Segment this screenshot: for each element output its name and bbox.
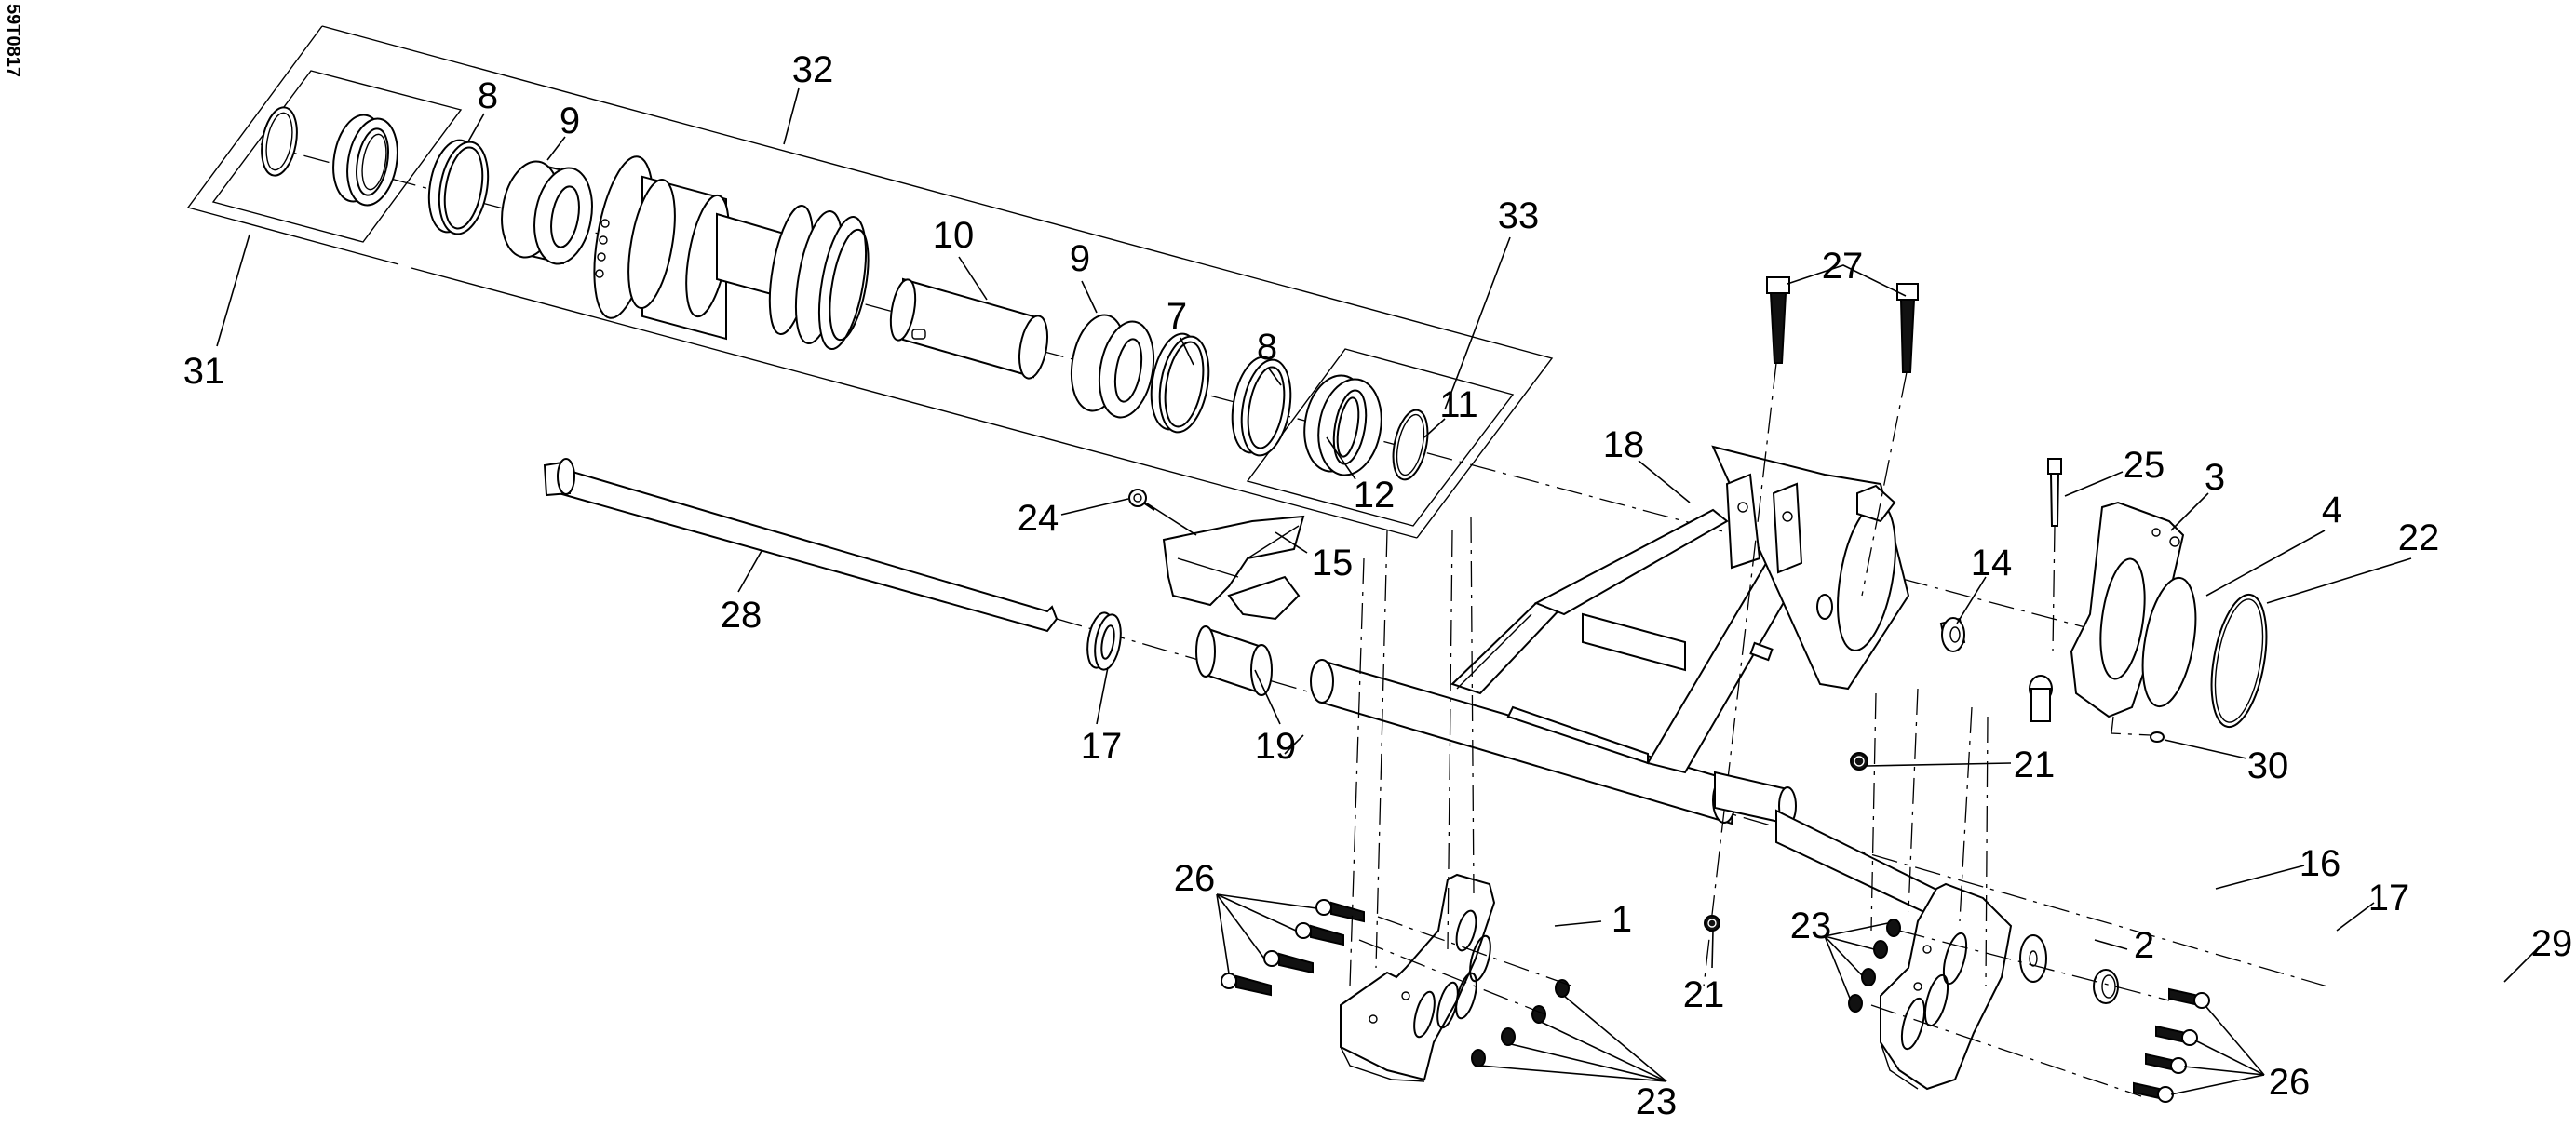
assembly-guide-lines [1349, 516, 2170, 1097]
callout-23: 23 [1636, 1081, 1678, 1122]
part-24-bolt [1128, 489, 1155, 511]
callout-31: 31 [183, 351, 225, 392]
callout-16: 16 [2300, 843, 2341, 884]
part-2-skid-plate [1880, 882, 2013, 1091]
bolt [2168, 987, 2210, 1009]
callout-7: 7 [1167, 296, 1187, 337]
bolt [1221, 973, 1272, 997]
part-17-washer-right [2019, 934, 2047, 983]
callout-1: 1 [1612, 899, 1632, 940]
part-18-swing-arm [1310, 445, 1910, 825]
leader-lines [216, 87, 2540, 1095]
callout-26: 26 [1174, 858, 1216, 899]
callouts: 32 8 9 31 10 9 7 8 33 11 12 27 18 25 3 4… [183, 49, 2573, 1122]
kit-box-31 [211, 70, 463, 243]
callout-14: 14 [1971, 543, 2013, 584]
part-3-bracket [2029, 501, 2185, 722]
washer-30-axis [2111, 716, 2151, 736]
callout-2: 2 [2134, 925, 2154, 966]
part-12-seal [1303, 374, 1382, 476]
part-29-nut [2093, 969, 2119, 1004]
callout-21: 21 [1683, 974, 1725, 1015]
part-7-ring [1150, 332, 1210, 434]
part-1-skid-plate [1340, 873, 1496, 1082]
bolt [2145, 1053, 2187, 1074]
callout-11: 11 [1439, 384, 1478, 425]
callout-29: 29 [2531, 923, 2573, 964]
part-21-nut-upper [1850, 752, 1868, 771]
part-10-tube [889, 277, 1048, 380]
callout-8: 8 [478, 75, 498, 116]
part-8-ring-right [1231, 356, 1292, 457]
part-15-bracket [1162, 515, 1305, 621]
callout-28: 28 [721, 595, 762, 636]
pin-25-axis [2052, 525, 2056, 652]
part-9-washer-left [501, 160, 593, 265]
kit-box-32 [186, 25, 1554, 539]
callout-19: 19 [1255, 726, 1297, 767]
callout-30: 30 [2247, 745, 2289, 786]
callout-22: 22 [2398, 517, 2440, 558]
callout-8: 8 [1257, 327, 1277, 368]
callout-9: 9 [560, 101, 580, 141]
part-9-washer-right [1070, 314, 1155, 419]
part-30-washer [2150, 731, 2165, 743]
callout-24: 24 [1018, 498, 1059, 539]
part-21-nut-lower [1704, 915, 1720, 932]
callout-17: 17 [1081, 726, 1123, 767]
bolt [1295, 922, 1344, 946]
callout-23: 23 [1790, 906, 1832, 946]
callout-12: 12 [1354, 475, 1396, 516]
part-seal-31 [332, 114, 398, 207]
callout-18: 18 [1603, 424, 1645, 465]
part-23-nuts-left [1471, 979, 1570, 1067]
callout-15: 15 [1312, 543, 1354, 584]
part-26-bolts-left [1221, 899, 1365, 997]
part-19-bushing-left [1195, 625, 1273, 696]
callout-32: 32 [792, 49, 834, 90]
part-25-pin [2047, 458, 2062, 527]
part-shock-body [593, 155, 870, 351]
part-4-ring [2141, 576, 2197, 708]
callout-25: 25 [2124, 445, 2165, 486]
part-27-bolt-left [1766, 276, 1790, 364]
part-22-circlip [2210, 593, 2268, 729]
bolt [2133, 1081, 2174, 1103]
callout-10: 10 [933, 215, 975, 256]
part-17-washer-left [1086, 611, 1122, 671]
part-27-bolt-right [1896, 283, 1919, 373]
callout-3: 3 [2205, 457, 2225, 498]
callout-4: 4 [2322, 490, 2342, 530]
part-28-axle [543, 458, 1059, 633]
part-23-nuts-right [1848, 919, 1901, 1013]
bolt-27-left-axis [1703, 362, 1777, 987]
part-oring-31 [261, 106, 298, 177]
part-11-oring [1392, 409, 1429, 481]
callout-9: 9 [1070, 238, 1090, 279]
bolt-27-right-axis [1861, 371, 1908, 597]
bolt [1315, 899, 1365, 923]
part-8-ring-left [427, 139, 490, 235]
bolt [1263, 950, 1314, 974]
callout-26: 26 [2269, 1062, 2311, 1103]
bolt [2155, 1025, 2198, 1046]
callout-27: 27 [1822, 246, 1864, 287]
callout-33: 33 [1498, 195, 1540, 236]
part-26-bolts-right [2133, 987, 2210, 1103]
callout-17: 17 [2368, 878, 2410, 919]
drawing-code: 59T0817 [3, 4, 23, 77]
callout-21: 21 [2014, 745, 2056, 785]
part-14-spacer [1939, 617, 1966, 652]
